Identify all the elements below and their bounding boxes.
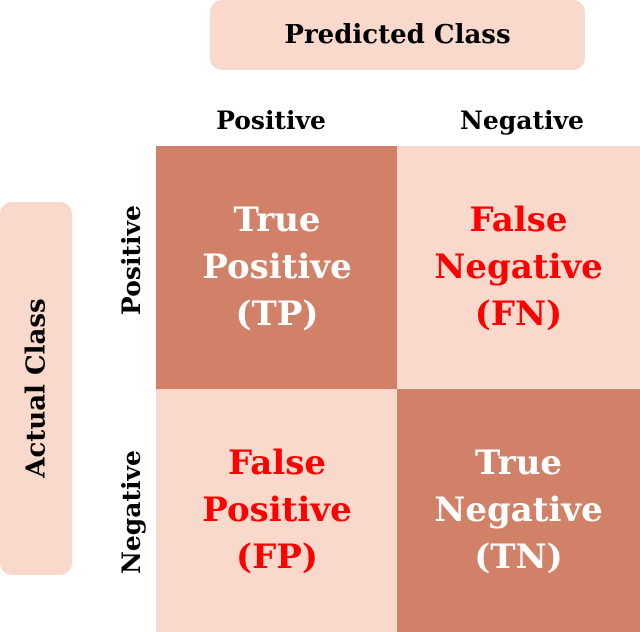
cell-tp-line2: Positive: [202, 247, 352, 288]
cell-fn-line3: (FN): [474, 293, 563, 334]
cell-tp-line3: (TP): [235, 293, 319, 334]
row-label-negative: Negative: [116, 450, 146, 574]
cell-fp-line1: False: [228, 443, 326, 484]
row-label-positive: Positive: [116, 205, 146, 315]
actual-class-banner: [0, 202, 72, 575]
cell-fp-line2: Positive: [202, 490, 352, 531]
cell-fp-line3: (FP): [236, 536, 318, 577]
cell-true-positive: True Positive (TP): [156, 146, 398, 389]
cell-false-positive: False Positive (FP): [156, 389, 398, 632]
column-label-negative: Negative: [460, 106, 584, 135]
cell-tn-line1: True: [474, 443, 563, 484]
predicted-class-title: Predicted Class: [284, 20, 511, 50]
cell-tn-line3: (TN): [474, 536, 563, 577]
column-label-positive: Positive: [216, 106, 326, 135]
cell-true-negative: True Negative (TN): [397, 389, 640, 632]
actual-class-title: Actual Class: [21, 298, 52, 478]
predicted-class-banner: [210, 0, 585, 70]
cell-false-negative: False Negative (FN): [397, 146, 640, 389]
cell-fn-line1: False: [469, 200, 568, 241]
cell-tn-line2: Negative: [434, 490, 603, 531]
cell-tp-line1: True: [233, 200, 321, 241]
cell-fn-line2: Negative: [434, 247, 603, 288]
